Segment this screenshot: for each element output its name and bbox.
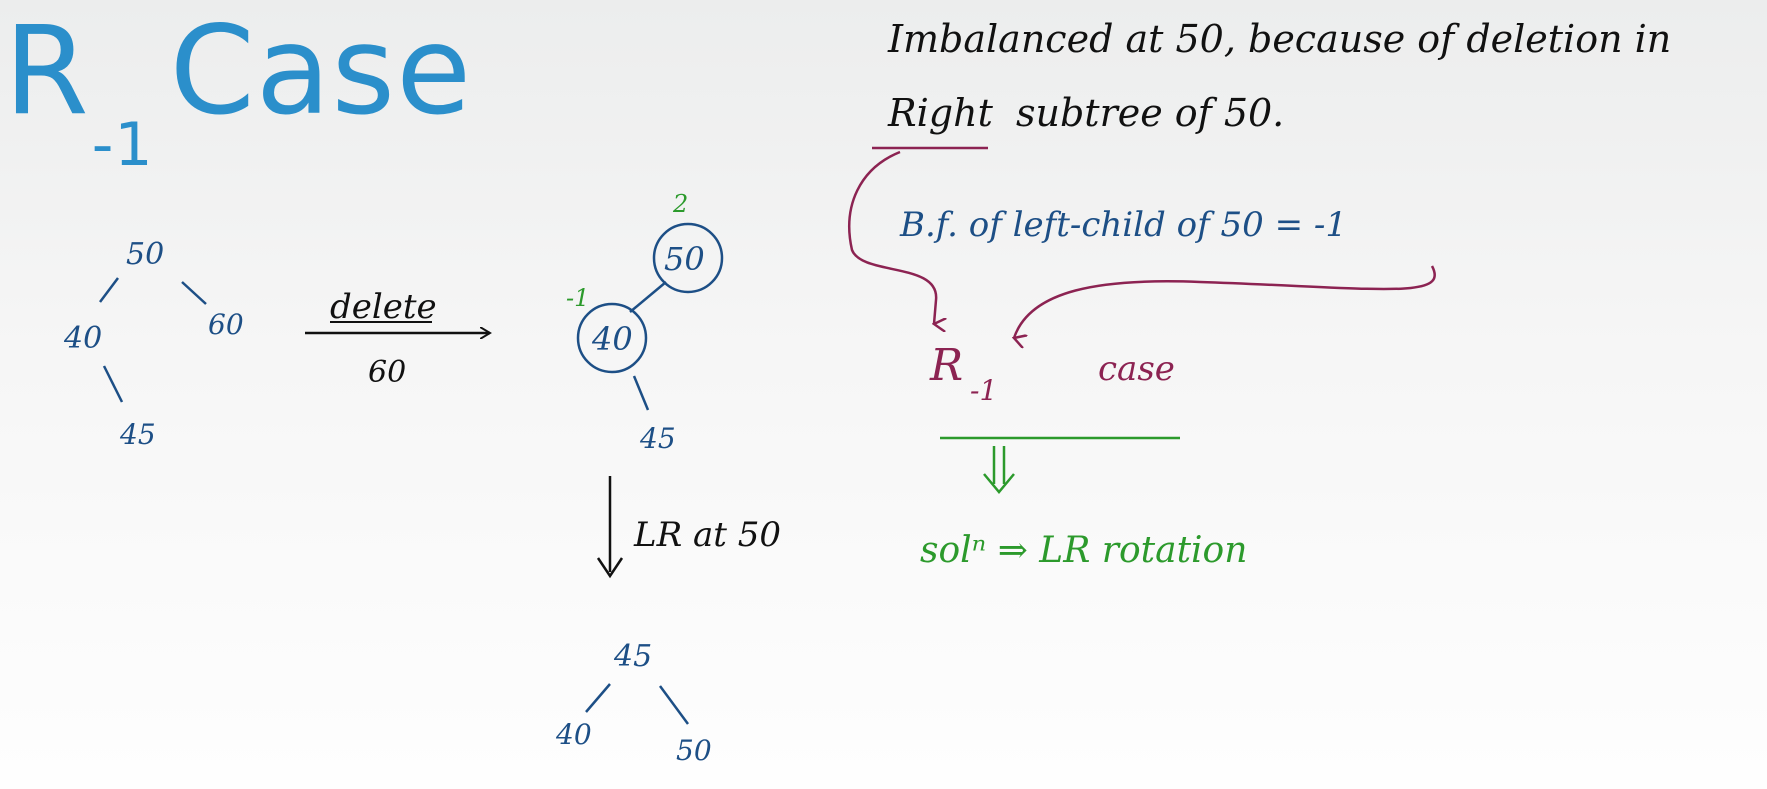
tree-after-node-40: 40 bbox=[591, 320, 633, 358]
title-main: R bbox=[4, 0, 90, 142]
edge-result-45-40 bbox=[585, 683, 611, 713]
bf-label-50: 2 bbox=[672, 190, 688, 218]
note-right-word: Right bbox=[887, 91, 994, 135]
tree-result: 45 40 50 bbox=[555, 639, 712, 767]
case-letter: R bbox=[929, 340, 963, 391]
tree-result-node-50: 50 bbox=[676, 734, 712, 767]
bf-note: B.f. of left-child of 50 = -1 bbox=[899, 205, 1347, 245]
delete-label: delete bbox=[330, 287, 437, 327]
edge-after-40-45 bbox=[632, 375, 650, 411]
bf-label-40: -1 bbox=[566, 284, 589, 312]
tree-before-node-60: 60 bbox=[208, 308, 244, 341]
rotation-label: LR at 50 bbox=[633, 515, 781, 555]
solution-note: solⁿ ⇒ LR rotation bbox=[920, 530, 1247, 571]
tree-after-node-50: 50 bbox=[664, 240, 705, 278]
node-50-ring bbox=[652, 222, 724, 294]
edge-result-45-50 bbox=[658, 685, 690, 725]
title-rest: Case bbox=[169, 0, 473, 142]
arrow-from-right bbox=[848, 150, 936, 324]
tree-after: 2 50 -1 40 45 bbox=[566, 190, 724, 455]
double-down-arrow bbox=[983, 446, 1015, 494]
tree-after-node-45: 45 bbox=[639, 422, 676, 455]
title-subscript: -1 bbox=[91, 110, 154, 180]
edge-50-60 bbox=[181, 281, 207, 305]
edge-40-45 bbox=[102, 365, 124, 403]
tree-before-node-50: 50 bbox=[126, 237, 164, 272]
notes: Imbalanced at 50, because of deletion in… bbox=[848, 17, 1671, 571]
deleted-value: 60 bbox=[368, 355, 406, 390]
slide-title: R-1Case bbox=[4, 10, 472, 175]
tree-before-node-40: 40 bbox=[63, 321, 102, 356]
arrow-from-bf bbox=[1014, 265, 1436, 338]
edge-after-50-40 bbox=[629, 281, 667, 313]
tree-before: 50 40 60 45 bbox=[63, 237, 244, 451]
node-40-ring bbox=[576, 302, 648, 374]
note-line-1: Imbalanced at 50, because of deletion in bbox=[887, 17, 1671, 61]
tree-result-node-40: 40 bbox=[555, 718, 592, 751]
note-line-2: subtree of 50. bbox=[1016, 91, 1284, 135]
rotation-arrow: LR at 50 bbox=[596, 476, 781, 579]
edge-50-40 bbox=[99, 277, 119, 303]
case-word: case bbox=[1098, 349, 1175, 389]
tree-result-node-45: 45 bbox=[613, 639, 652, 674]
case-subscript: -1 bbox=[970, 374, 997, 407]
delete-arrow: delete 60 bbox=[305, 287, 490, 390]
tree-before-node-45: 45 bbox=[119, 418, 156, 451]
